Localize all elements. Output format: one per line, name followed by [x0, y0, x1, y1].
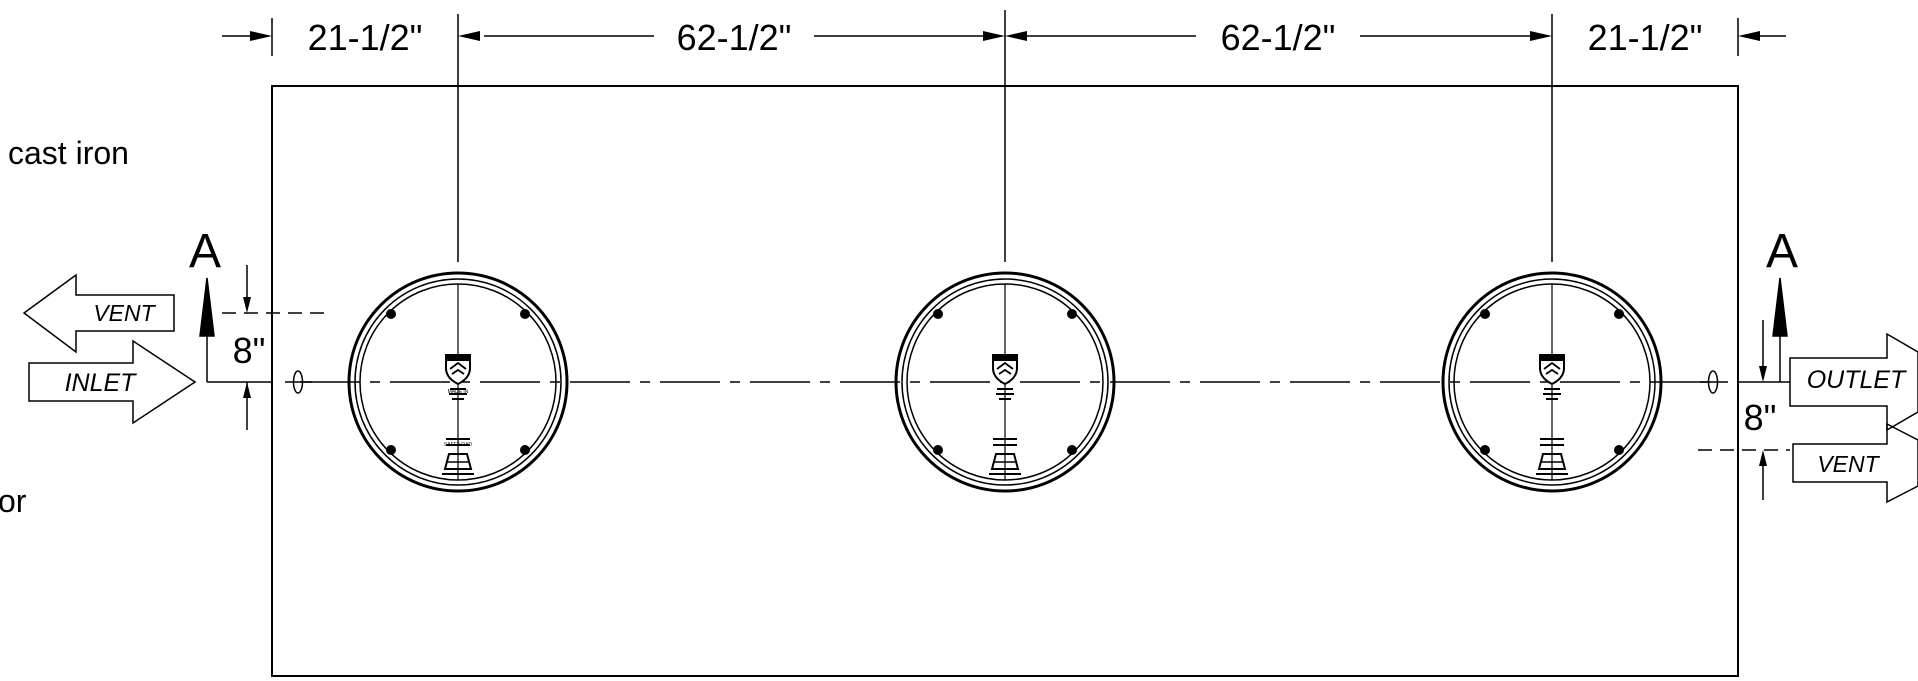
vent-left-label: VENT — [93, 300, 156, 326]
section-arrow-left — [199, 277, 272, 383]
dimension-line — [222, 10, 1786, 262]
dim-right-center: 62-1/2" — [1221, 17, 1336, 58]
vent-arrow-right: VENT — [1792, 422, 1918, 504]
outlet-label: OUTLET — [1807, 366, 1907, 394]
section-arrow-right — [1738, 277, 1790, 383]
inlet-pipe-stub — [285, 370, 312, 394]
inlet-arrow: INLET — [28, 339, 197, 425]
manhole-cover-center — [894, 271, 1116, 493]
outlet-offset-arrowheads — [1759, 366, 1767, 466]
vent-right-label: VENT — [1817, 451, 1880, 477]
outlet-offset-label: 8" — [1744, 397, 1777, 438]
cover-made-line: MADE IN — [448, 389, 469, 395]
cover-load-line: SAFE LOAD — [444, 442, 472, 448]
inlet-offset-arrowheads — [243, 297, 251, 398]
dim-left-end: 21-1/2" — [308, 17, 423, 58]
inlet-label: INLET — [65, 369, 138, 397]
outlet-pipe-stub — [1700, 370, 1728, 394]
outlet-arrow: OUTLET — [1789, 332, 1918, 432]
section-mark-right: A — [1766, 225, 1798, 278]
dim-right-end: 21-1/2" — [1588, 17, 1703, 58]
section-mark-left: A — [189, 225, 221, 278]
note-or: or — [0, 483, 27, 519]
note-cast-iron: cast iron — [8, 135, 129, 171]
vent-arrow-left: VENT — [22, 273, 175, 354]
inlet-offset-label: 8" — [233, 330, 266, 371]
cover-labels: MADE IN SAFE LOAD — [444, 389, 472, 448]
dim-left-center: 62-1/2" — [677, 17, 792, 58]
dimension-arrowheads — [250, 31, 1760, 41]
outlet-offset-dim — [1698, 320, 1790, 500]
